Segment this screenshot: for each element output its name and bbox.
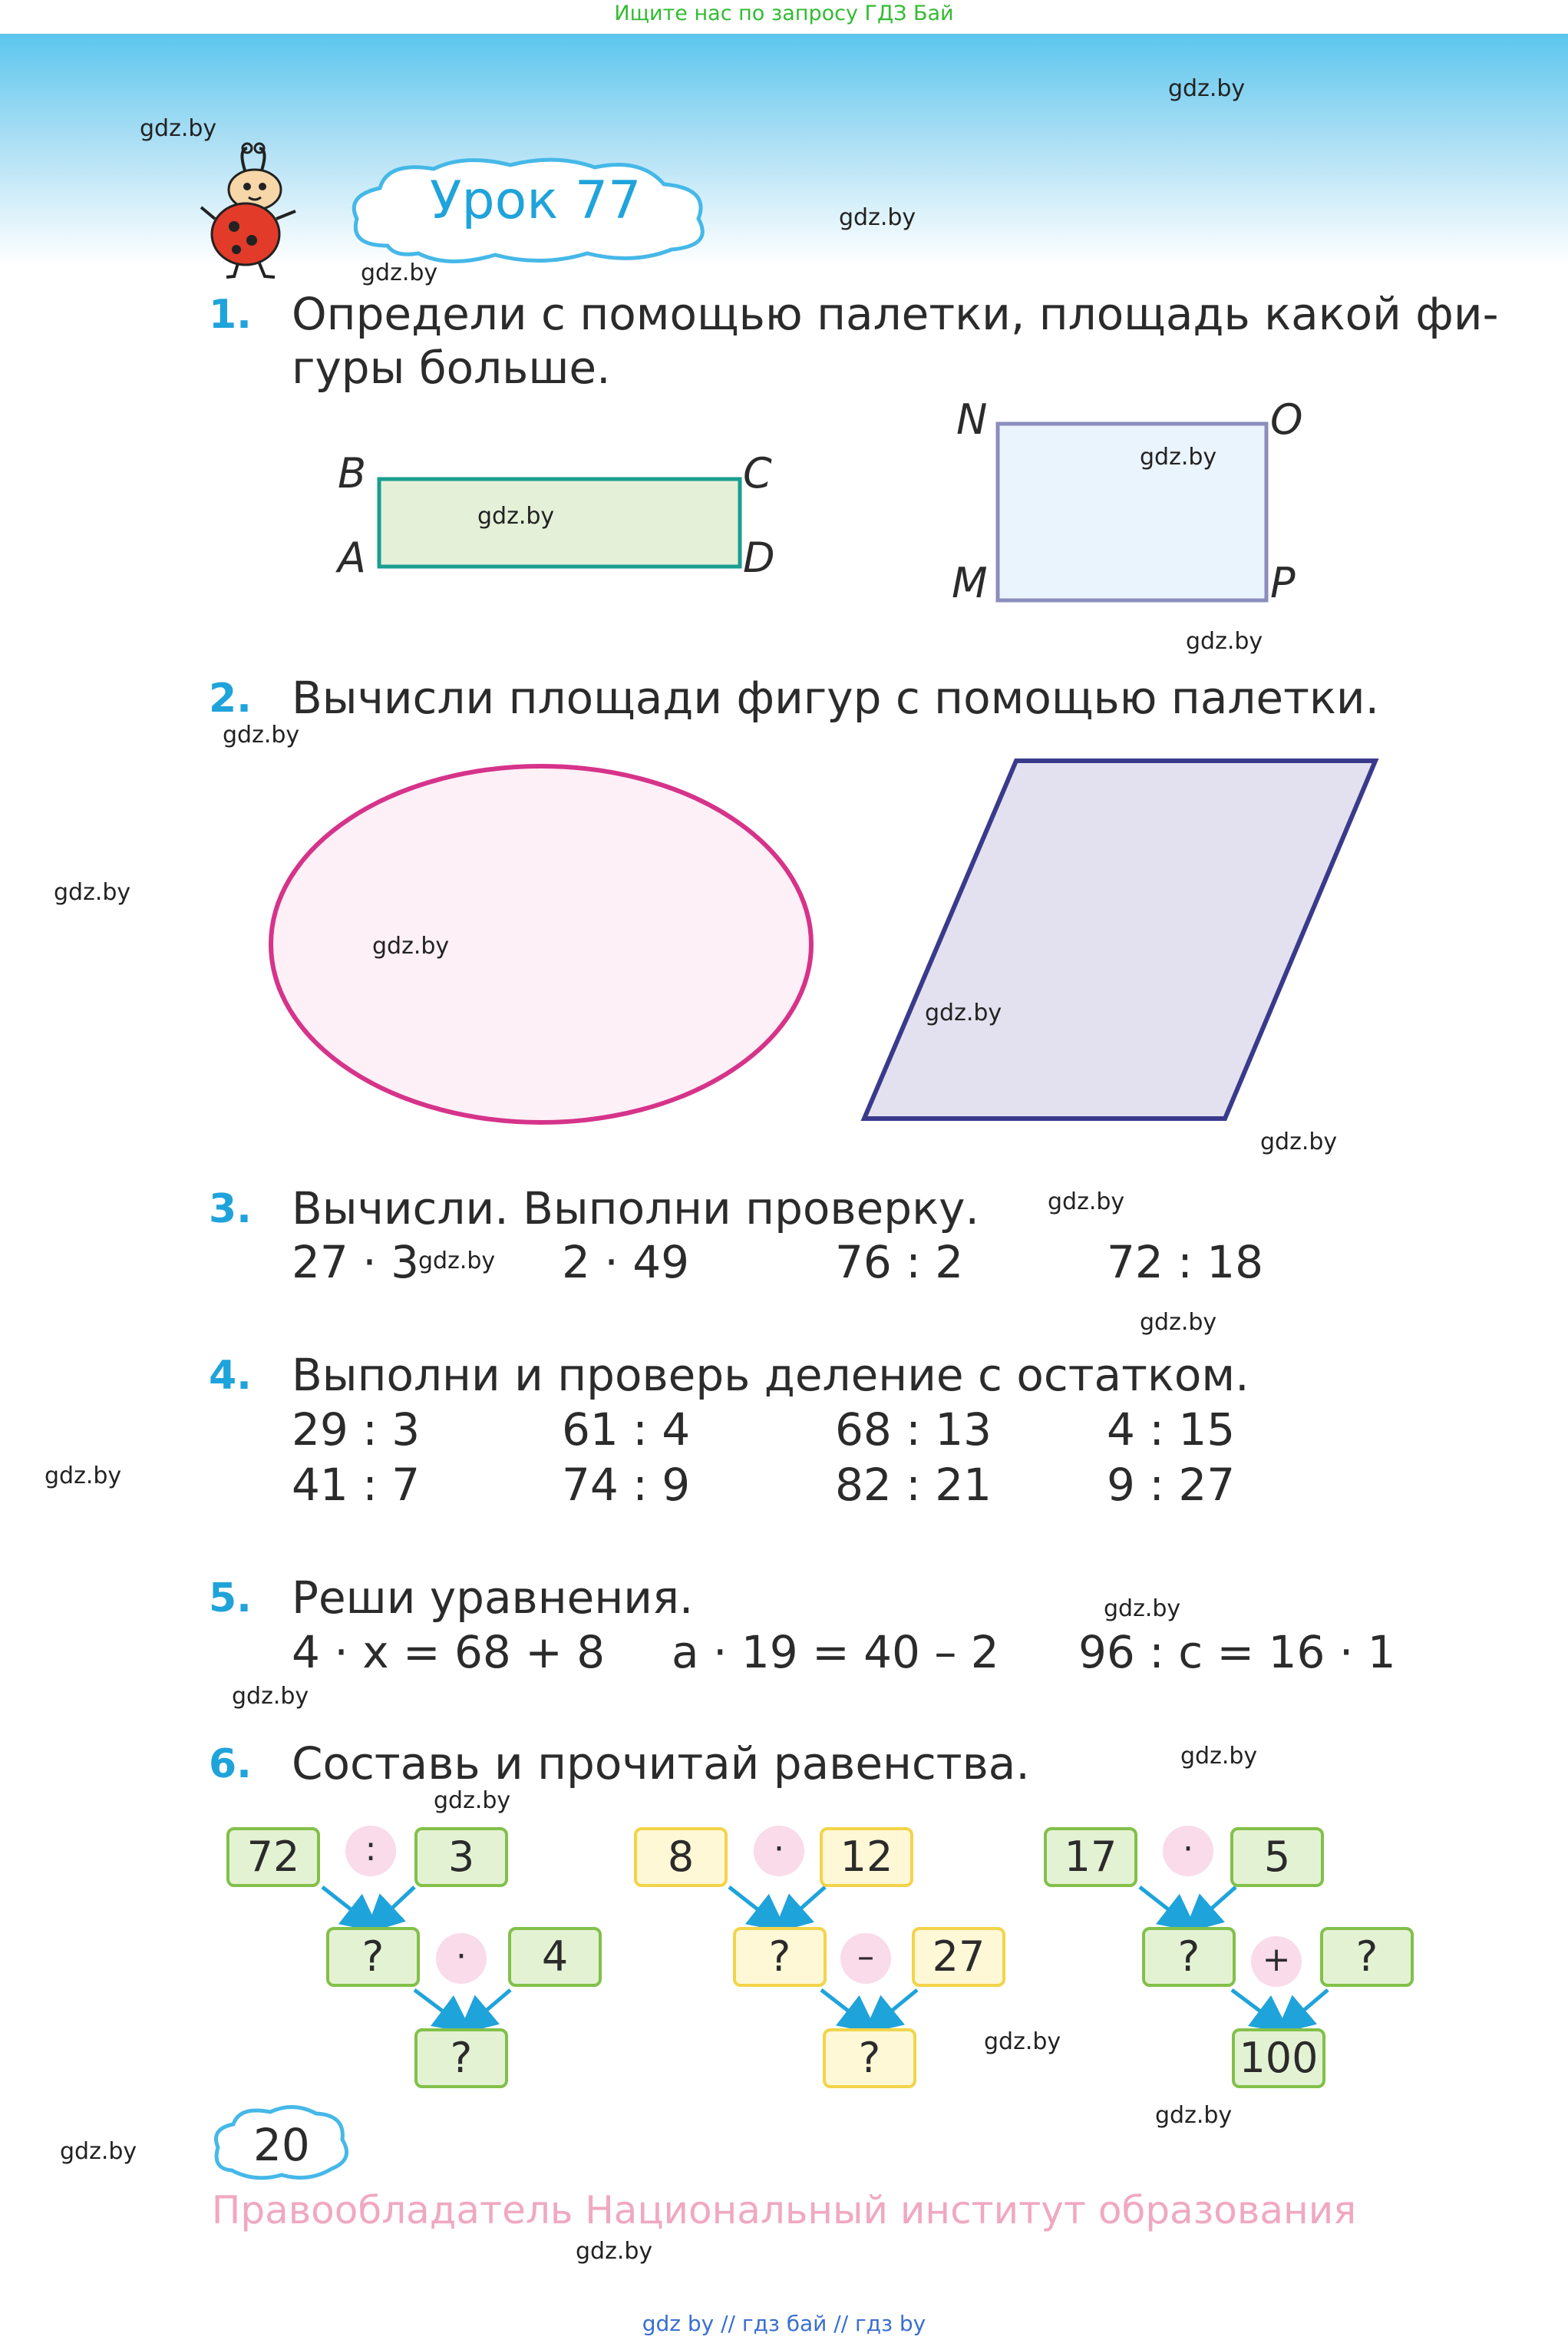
footer-links[interactable]: gdz by // гдз бай // гдз by (642, 2311, 926, 2336)
watermark: gdz.by (1155, 2102, 1233, 2129)
task-1-text-line1: Определи с помощью палетки, площадь како… (292, 288, 1499, 340)
watermark: gdz.by (1104, 1595, 1181, 1622)
task-4-r1-1: 29 : 3 (292, 1403, 421, 1456)
chain2-mid: ? (733, 1927, 827, 1987)
task-4-r2-3: 82 : 21 (835, 1459, 992, 1511)
watermark: gdz.by (576, 2238, 653, 2265)
task-3-text: Вычисли. Выполни проверку. (292, 1182, 979, 1234)
ellipse-figure (269, 764, 814, 1125)
watermark: gdz.by (54, 879, 131, 906)
task-5-number: 5. (209, 1575, 252, 1621)
chain2-op2: – (840, 1933, 891, 1984)
task-2-number: 2. (209, 676, 252, 722)
chain2-mid-right: 27 (912, 1927, 1005, 1987)
task-5-eq-2: a · 19 = 40 – 2 (672, 1626, 999, 1678)
page-number: 20 (253, 2119, 310, 2171)
watermark: gdz.by (361, 259, 438, 286)
watermark: gdz.by (477, 503, 555, 530)
task-2-text: Вычисли площади фигур с помощью палетки. (292, 672, 1380, 724)
chain1-top-left: 72 (226, 1827, 320, 1887)
watermark: gdz.by (140, 115, 217, 142)
label-b: B (338, 449, 367, 497)
watermark: gdz.by (232, 1683, 309, 1710)
rectangle-mnop (995, 421, 1269, 603)
chain1-top-right: 3 (414, 1827, 508, 1887)
chain3-top-left: 17 (1044, 1827, 1137, 1887)
lesson-title-cloud (352, 157, 705, 264)
chain3-bottom: 100 (1232, 2028, 1325, 2088)
watermark: gdz.by (1168, 75, 1246, 102)
task-1-number: 1. (209, 292, 252, 338)
chain3-top-right: 5 (1230, 1827, 1324, 1887)
ladybug-icon (200, 142, 296, 279)
watermark: gdz.by (1140, 444, 1217, 471)
watermark: gdz.by (1180, 1743, 1258, 1770)
task-1-text-line2: гуры больше. (292, 342, 611, 394)
watermark: gdz.by (372, 933, 450, 960)
task-4-text: Выполни и проверь деление с остатком. (292, 1349, 1249, 1401)
chain1-mid: ? (326, 1927, 420, 1987)
parallelogram-figure (860, 759, 1379, 1121)
task-4-number: 4. (209, 1353, 252, 1399)
chain2-bottom: ? (823, 2028, 916, 2088)
task-6-text: Составь и прочитай равенства. (292, 1737, 1030, 1790)
watermark: gdz.by (1048, 1188, 1125, 1215)
chain1-op1: : (345, 1826, 396, 1876)
task-4-r1-2: 61 : 4 (562, 1403, 691, 1456)
watermark: gdz.by (45, 1462, 122, 1489)
watermark: gdz.by (418, 1248, 496, 1274)
task-4-r1-4: 4 : 15 (1107, 1403, 1236, 1456)
watermark: gdz.by (1260, 1129, 1338, 1155)
chain1-mid-right: 4 (508, 1927, 602, 1987)
chain3-mid-right: ? (1320, 1927, 1414, 1987)
task-3-expr-1: 27 · 3 (292, 1236, 420, 1288)
watermark: gdz.by (1186, 628, 1263, 655)
label-m: M (952, 559, 988, 607)
watermark: gdz.by (434, 1787, 511, 1814)
label-p: P (1270, 559, 1296, 607)
chain3-op2: + (1251, 1936, 1302, 1987)
chain3-op1: · (1163, 1826, 1213, 1876)
watermark: gdz.by (60, 2138, 137, 2165)
label-n: N (956, 395, 988, 444)
watermark: gdz.by (1140, 1309, 1217, 1336)
label-d: D (743, 534, 775, 582)
task-4-r2-2: 74 : 9 (562, 1459, 691, 1511)
chain2-op1: · (754, 1826, 804, 1876)
chain3-mid: ? (1142, 1927, 1236, 1987)
task-6-number: 6. (209, 1741, 252, 1787)
task-4-r2-1: 41 : 7 (292, 1459, 421, 1511)
task-5-text: Реши уравнения. (292, 1572, 694, 1624)
task-4-r1-3: 68 : 13 (835, 1403, 992, 1456)
page-number-cloud (214, 2104, 349, 2180)
lesson-title: Урок 77 (430, 170, 642, 231)
task-5-eq-3: 96 : c = 16 · 1 (1078, 1626, 1396, 1678)
watermark: gdz.by (839, 204, 916, 231)
watermark: gdz.by (925, 1000, 1002, 1026)
copyright-text: Правообладатель Национальный институт об… (211, 2188, 1357, 2233)
chain1-bottom: ? (414, 2028, 508, 2088)
watermark: gdz.by (984, 2028, 1061, 2055)
chain2-top-right: 12 (820, 1827, 913, 1887)
task-3-number: 3. (209, 1186, 252, 1232)
label-o: O (1270, 395, 1303, 444)
task-4-r2-4: 9 : 27 (1107, 1459, 1236, 1511)
task-3-expr-4: 72 : 18 (1107, 1236, 1264, 1288)
top-search-link[interactable]: Ищите нас по запросу ГДЗ Бай (614, 2, 954, 25)
chain1-op2: · (436, 1933, 487, 1984)
task-5-eq-1: 4 · x = 68 + 8 (292, 1626, 606, 1678)
task-3-expr-2: 2 · 49 (562, 1236, 690, 1288)
watermark: gdz.by (223, 722, 300, 749)
task-3-expr-3: 76 : 2 (835, 1236, 964, 1288)
chain2-top-left: 8 (634, 1827, 728, 1887)
label-a: A (338, 534, 366, 582)
label-c: C (743, 449, 772, 497)
rectangle-abcd (377, 477, 742, 569)
